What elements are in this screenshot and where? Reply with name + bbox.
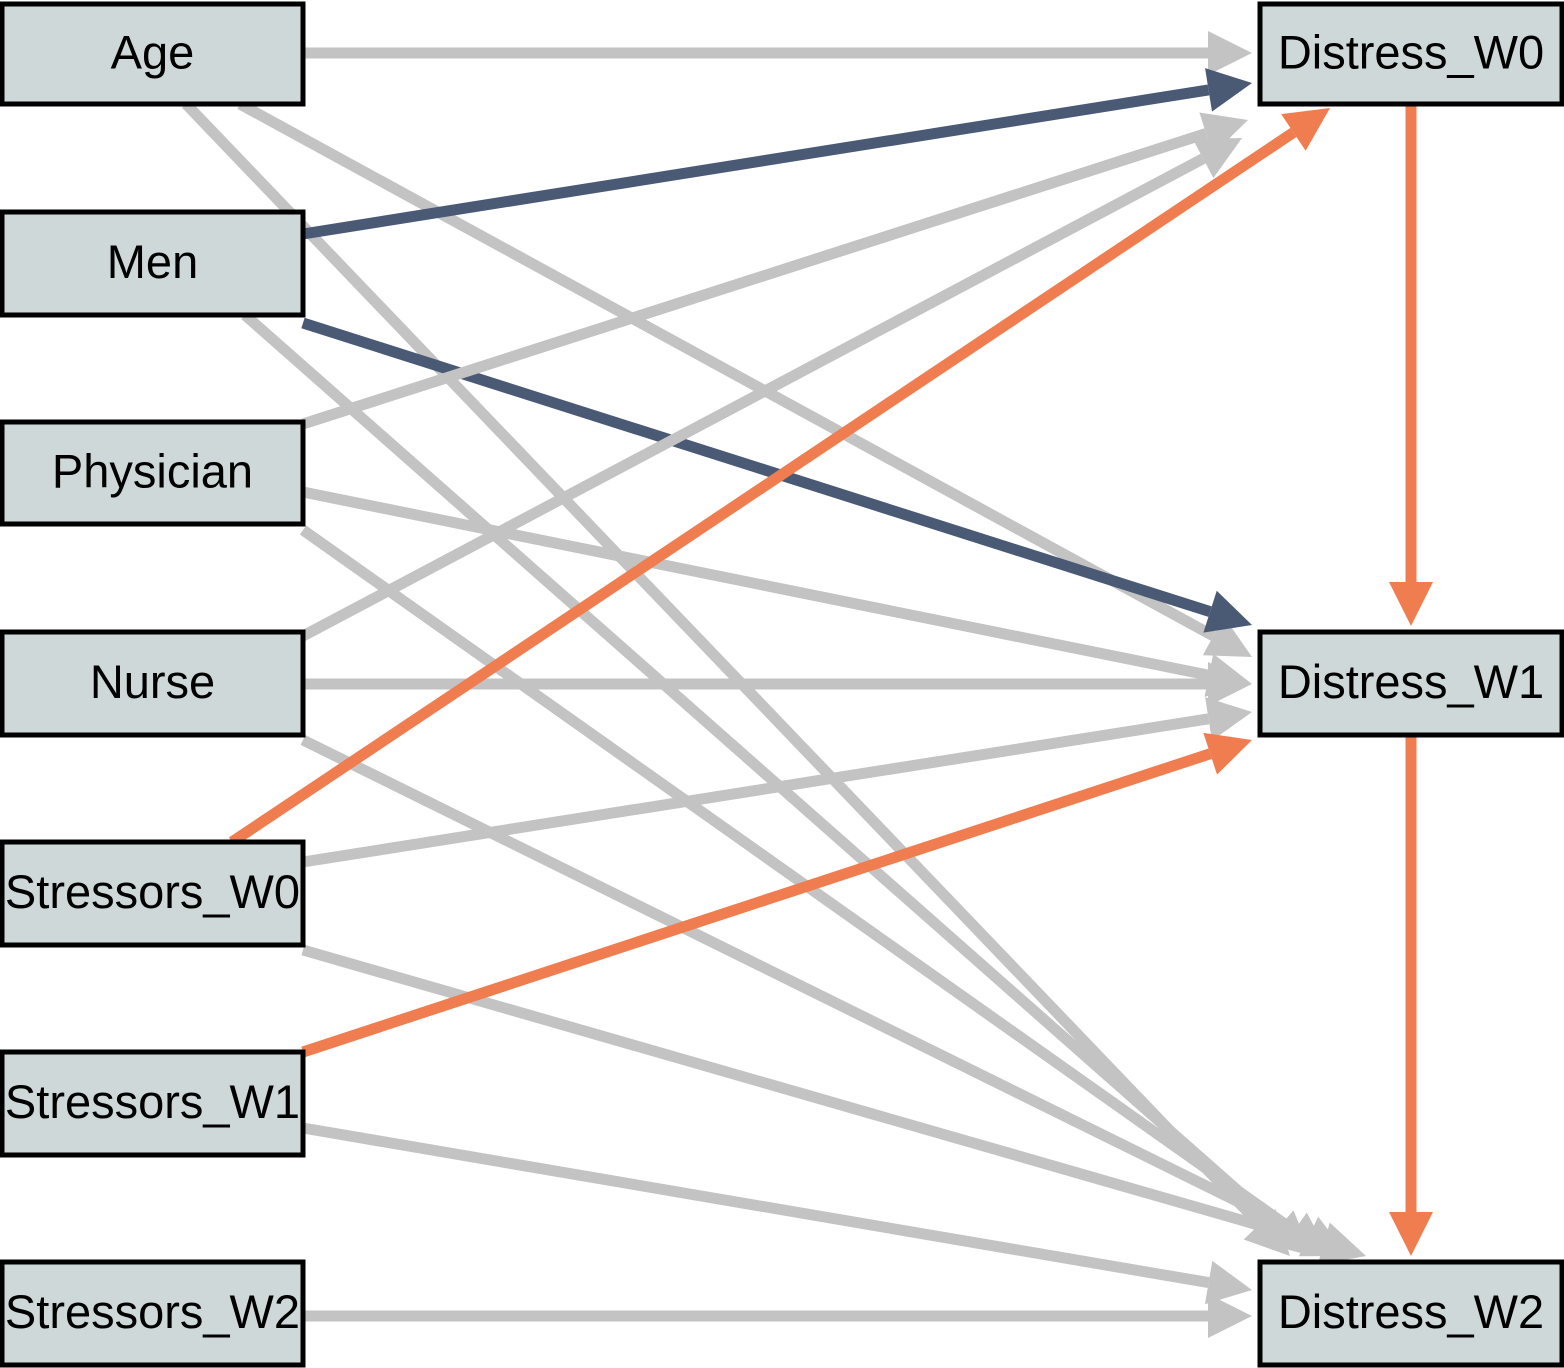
edge-shaft — [300, 153, 1206, 641]
edge-arrowhead — [1317, 1222, 1366, 1265]
node-box[interactable] — [0, 1049, 306, 1158]
edge-arrowhead — [1203, 590, 1252, 633]
edge-shaft — [1405, 104, 1417, 582]
edge-shaft — [182, 100, 1264, 1229]
edge-shaft — [301, 944, 1326, 1250]
node-nurse[interactable]: Nurse — [0, 629, 306, 738]
edge-shaft — [241, 310, 1283, 1232]
edge-arrowhead — [1208, 662, 1252, 706]
edge-age-d1 — [237, 99, 1252, 657]
node-label: Nurse — [90, 655, 215, 708]
edge-arrowhead — [1205, 68, 1252, 112]
node-physician[interactable]: Physician — [0, 419, 306, 527]
node-label: Physician — [52, 444, 253, 497]
edge-arrowhead — [1208, 1294, 1252, 1338]
node-label: Age — [111, 25, 195, 78]
edge-shaft — [303, 47, 1208, 59]
edge-nur-d0 — [300, 138, 1242, 641]
node-box[interactable] — [1257, 1, 1564, 107]
edge-s2-d2 — [303, 1294, 1252, 1338]
edge-phy-d1 — [301, 486, 1252, 697]
edge-shaft — [302, 84, 1210, 240]
edge-d0-d1 — [1389, 104, 1433, 626]
edge-arrowhead — [1205, 697, 1252, 741]
edge-shaft — [301, 317, 1212, 617]
node-box[interactable] — [0, 419, 306, 527]
edge-s0-d2 — [301, 944, 1366, 1265]
node-label: Men — [107, 235, 198, 288]
edge-shaft — [303, 1310, 1208, 1322]
edge-arrowhead — [1203, 732, 1252, 775]
node-box[interactable] — [0, 1, 306, 107]
edge-s1-d2 — [302, 1122, 1252, 1305]
edge-shaft — [301, 128, 1208, 430]
edge-shaft — [301, 486, 1210, 681]
edge-arrowhead — [1208, 31, 1252, 75]
node-label: Distress_W1 — [1278, 655, 1544, 708]
node-box[interactable] — [0, 629, 306, 738]
edge-arrowhead — [1204, 1260, 1252, 1305]
node-box[interactable] — [1257, 629, 1564, 738]
edge-shaft — [1405, 735, 1417, 1212]
edge-s0-d0 — [228, 108, 1330, 847]
node-box[interactable] — [0, 839, 306, 948]
edge-arrowhead — [1389, 1212, 1433, 1256]
node-box[interactable] — [0, 1259, 306, 1368]
edges-layer — [182, 31, 1433, 1338]
edge-s0-d1 — [302, 697, 1252, 868]
node-label: Distress_W2 — [1278, 1285, 1544, 1338]
edge-age-d2 — [182, 100, 1290, 1256]
edge-men-d0 — [302, 68, 1252, 240]
node-age[interactable]: Age — [0, 1, 306, 107]
node-distress_w1[interactable]: Distress_W1 — [1257, 629, 1564, 738]
edge-shaft — [302, 1122, 1210, 1289]
edge-s1-d1 — [301, 732, 1252, 1058]
edge-shaft — [303, 678, 1208, 690]
edge-arrowhead — [1389, 582, 1433, 626]
edge-arrowhead — [1281, 108, 1330, 151]
node-stressors_w1[interactable]: Stressors_W1 — [0, 1049, 306, 1158]
edge-age-d0 — [303, 31, 1252, 75]
edge-shaft — [299, 525, 1298, 1236]
edge-men-d1 — [301, 317, 1252, 633]
edge-shaft — [300, 735, 1311, 1242]
node-stressors_w2[interactable]: Stressors_W2 — [0, 1259, 306, 1368]
edge-shaft — [301, 748, 1212, 1058]
node-distress_w2[interactable]: Distress_W2 — [1257, 1259, 1564, 1368]
edge-nur-d1 — [303, 662, 1252, 706]
edge-arrowhead — [1192, 138, 1242, 179]
edge-shaft — [228, 127, 1297, 847]
node-label: Distress_W0 — [1278, 25, 1544, 78]
node-box[interactable] — [1257, 1259, 1564, 1368]
edge-shaft — [302, 713, 1210, 868]
node-stressors_w0[interactable]: Stressors_W0 — [0, 839, 306, 948]
edge-arrowhead — [1202, 616, 1252, 657]
edge-d1-d2 — [1389, 735, 1433, 1256]
edge-shaft — [237, 99, 1217, 641]
node-label: Stressors_W2 — [5, 1285, 300, 1338]
node-label: Stressors_W0 — [5, 865, 300, 918]
edge-phy-d2 — [299, 525, 1330, 1256]
node-box[interactable] — [0, 209, 306, 318]
node-men[interactable]: Men — [0, 209, 306, 318]
node-distress_w0[interactable]: Distress_W0 — [1257, 1, 1564, 107]
node-label: Stressors_W1 — [5, 1075, 300, 1128]
